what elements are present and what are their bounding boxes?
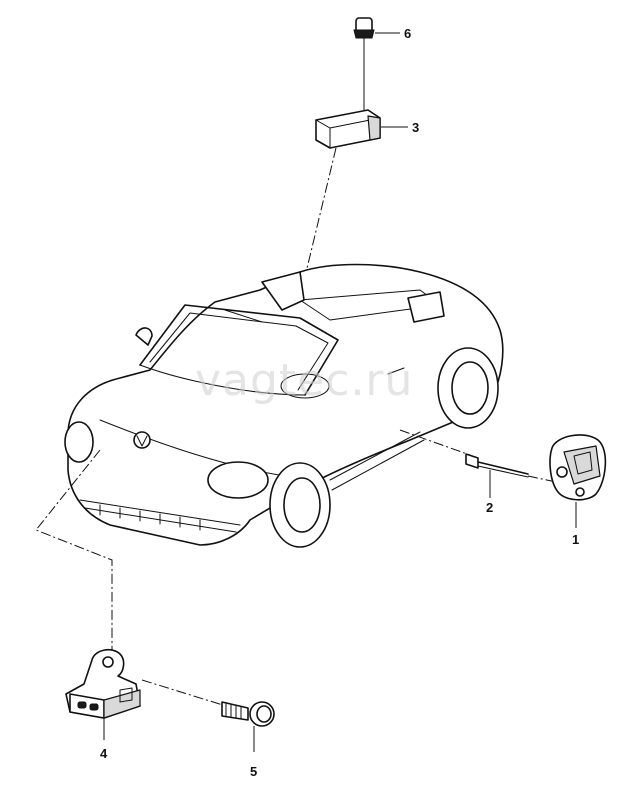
car-convertible (64, 263, 504, 548)
part-3-control-module (315, 109, 408, 149)
callout-3: 3 (412, 120, 419, 135)
callout-6: 6 (404, 26, 411, 41)
callout-4: 4 (100, 746, 108, 761)
part-5-bolt (221, 701, 275, 752)
callout-5: 5 (250, 764, 257, 779)
callout-2: 2 (486, 500, 493, 515)
leader-car-to-2 (399, 429, 471, 456)
callout-1: 1 (572, 532, 579, 547)
leader-car-to-4 (35, 449, 113, 660)
part-2-pin (465, 453, 557, 498)
part-1-sensor (549, 434, 607, 528)
watermark: vagtec.ru (195, 355, 413, 406)
part-4-front-sensor (65, 648, 141, 740)
leader-4-to-5 (141, 679, 227, 707)
part-6-clip (353, 17, 400, 45)
